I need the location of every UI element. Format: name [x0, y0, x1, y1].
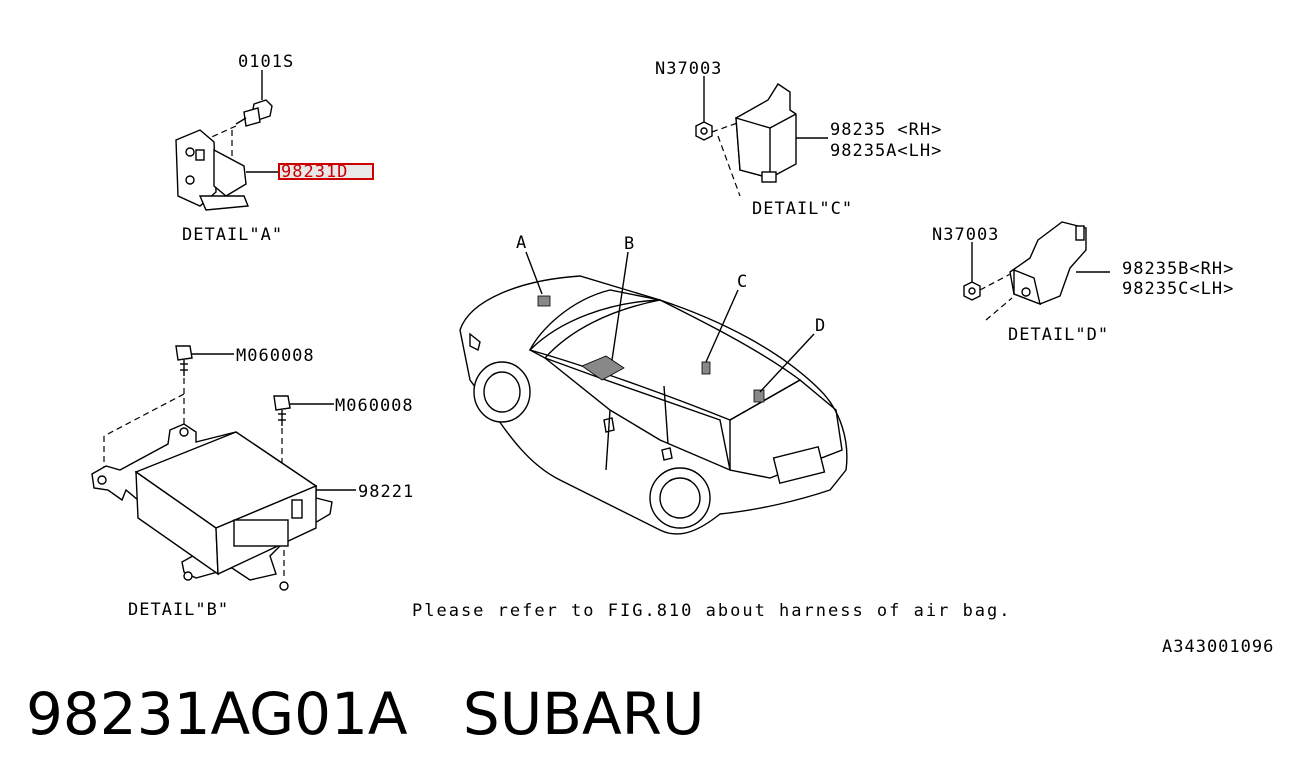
marker-b-icon — [581, 355, 625, 381]
label-m060008-2[interactable]: M060008 — [335, 396, 414, 416]
nut-n37003-icon — [695, 121, 713, 141]
marker-c-icon — [701, 361, 711, 375]
car-label-c: C — [737, 272, 748, 292]
car-label-b: B — [624, 234, 635, 254]
nut-n37003-d-icon — [963, 281, 981, 301]
label-98235-rh[interactable]: 98235 <RH> — [830, 120, 942, 140]
highlight-box — [278, 163, 374, 180]
label-n37003-c[interactable]: N37003 — [655, 59, 722, 79]
detail-b-title: DETAIL"B" — [128, 600, 229, 620]
detail-a-title: DETAIL"A" — [182, 225, 283, 245]
label-98221[interactable]: 98221 — [358, 482, 414, 502]
detail-c-group: N37003 98235 <RH> 98235A<LH> DETAIL"C" — [655, 59, 942, 219]
parts-diagram: 98231D 0101S DETAIL"A" N37003 98235 <RH>… — [91, 52, 1274, 657]
sensor-98235-icon — [735, 83, 797, 183]
detail-c-title: DETAIL"C" — [752, 199, 853, 219]
brand-name: SUBARU — [462, 680, 705, 748]
label-98235a-lh[interactable]: 98235A<LH> — [830, 141, 942, 161]
airbag-module-98221-icon — [91, 423, 333, 591]
marker-a-icon — [537, 295, 551, 307]
bolt-m060008-1-icon — [175, 345, 193, 376]
sensor-98235b-icon — [1009, 221, 1087, 306]
detail-a-group: 98231D 0101S DETAIL"A" — [175, 52, 374, 245]
footer-title: 98231AG01A SUBARU — [26, 680, 704, 748]
reference-code: A343001096 — [1162, 637, 1274, 657]
bracket-98231d-icon — [175, 129, 249, 211]
label-98235b-rh[interactable]: 98235B<RH> — [1122, 259, 1234, 279]
marker-d-icon — [753, 389, 765, 403]
bolt-m060008-2-icon — [273, 395, 291, 426]
label-n37003-d[interactable]: N37003 — [932, 225, 999, 245]
car-label-d: D — [815, 316, 826, 336]
label-m060008-1[interactable]: M060008 — [236, 346, 315, 366]
vehicle-illustration: A B C D — [459, 233, 848, 535]
detail-d-group: N37003 98235B<RH> 98235C<LH> DETAIL"D" — [932, 221, 1234, 345]
detail-d-title: DETAIL"D" — [1008, 325, 1109, 345]
label-98231d[interactable]: 98231D — [281, 162, 348, 182]
part-number: 98231AG01A — [26, 680, 408, 748]
car-label-a: A — [516, 233, 527, 253]
bolt-0101s-icon — [235, 99, 273, 127]
label-0101s[interactable]: 0101S — [238, 52, 294, 72]
harness-note: Please refer to FIG.810 about harness of… — [412, 601, 1012, 621]
label-98235c-lh[interactable]: 98235C<LH> — [1122, 279, 1234, 299]
detail-b-group: M060008 M060008 98221 DETAIL"B" — [91, 345, 414, 620]
